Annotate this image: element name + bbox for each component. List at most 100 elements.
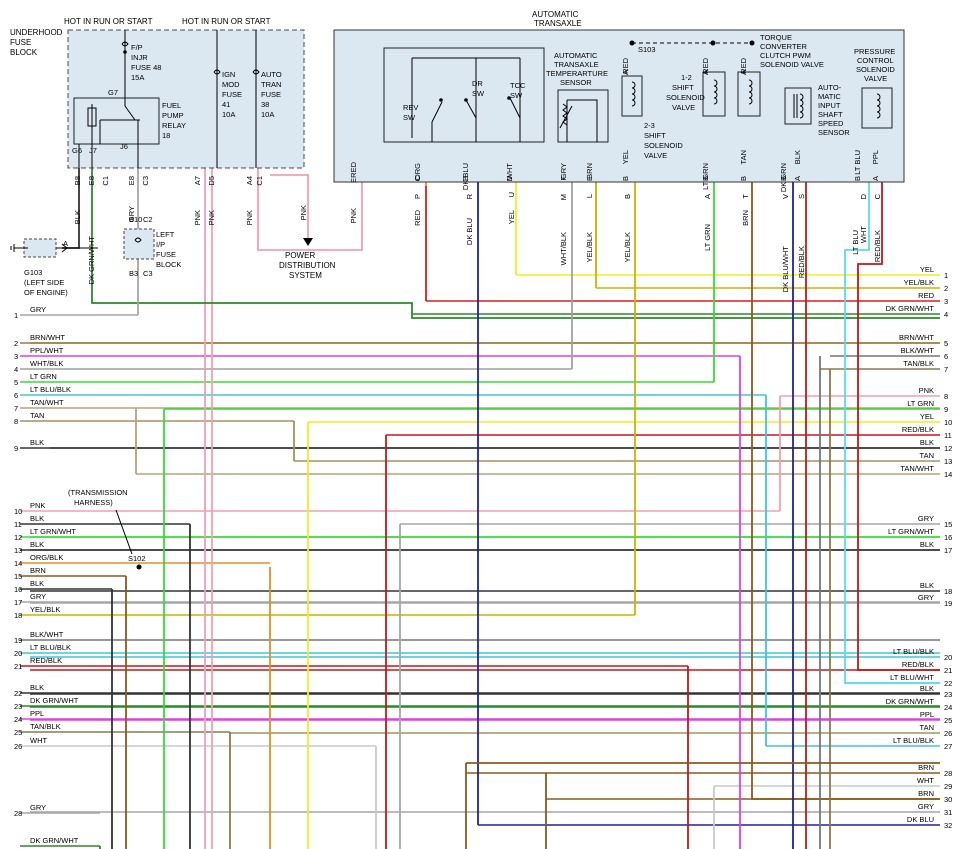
left-row-label-16: BLK bbox=[30, 579, 44, 588]
vertical-label-33: F bbox=[559, 176, 568, 181]
b10-label: B10 bbox=[129, 215, 142, 224]
fuse48-label-3: FUSE 48 bbox=[131, 63, 161, 72]
right-row-num-30: 30 bbox=[944, 795, 952, 804]
right-row-label-3: RED bbox=[918, 291, 934, 300]
right-row-num-5: 5 bbox=[944, 339, 948, 348]
relay-label-4: 18 bbox=[162, 131, 170, 140]
right-row-label-20: LT BLU/BLK bbox=[893, 647, 934, 656]
left-row-label-9: BLK bbox=[30, 438, 44, 447]
vertical-label-45: B bbox=[701, 176, 710, 181]
c3-label: C3 bbox=[143, 269, 153, 278]
vertical-label-67: RED/BLK bbox=[873, 230, 882, 262]
vertical-label-8: C3 bbox=[141, 176, 150, 186]
left-row-label-14: ORG/BLK bbox=[30, 553, 63, 562]
right-row-label-22: LT BLU/WHT bbox=[890, 673, 934, 682]
left-row-num-27: 28 bbox=[14, 809, 22, 818]
left-row-num-13: 13 bbox=[14, 546, 22, 555]
fuse-block-title-1: UNDERHOOD bbox=[10, 28, 63, 37]
vertical-label-29: D bbox=[505, 175, 514, 181]
left-row-label-12: LT GRN/WHT bbox=[30, 527, 76, 536]
right-row-label-31: GRY bbox=[918, 802, 934, 811]
left-row-label-7: TAN/WHT bbox=[30, 398, 64, 407]
rev-sw-label-1: REV bbox=[403, 103, 418, 112]
right-row-label-5: BRN/WHT bbox=[899, 333, 934, 342]
pressure-label-3: SOLENOID bbox=[856, 65, 895, 74]
fuse38-label-1: AUTO bbox=[261, 70, 282, 79]
right-row-num-32: 32 bbox=[944, 821, 952, 830]
vertical-label-2: B8 bbox=[73, 176, 82, 185]
right-row-label-15: GRY bbox=[918, 514, 934, 523]
left-row-label-19: BLK/WHT bbox=[30, 630, 64, 639]
pressure-label-1: PRESSURE bbox=[854, 47, 895, 56]
tcc-sw-label-1: TCC bbox=[510, 81, 526, 90]
left-row-label-3: PPL/WHT bbox=[30, 346, 64, 355]
fuse38-label-5: 10A bbox=[261, 110, 274, 119]
right-row-num-17: 17 bbox=[944, 546, 952, 555]
pressure-label-4: VALVE bbox=[864, 74, 887, 83]
vertical-label-72: RED bbox=[701, 57, 710, 73]
speed-sensor-label-1: AUTO- bbox=[818, 83, 842, 92]
right-row-label-30: BRN bbox=[918, 789, 934, 798]
right-row-label-27: LT BLU/BLK bbox=[893, 736, 934, 745]
left-row-num-19: 19 bbox=[14, 636, 22, 645]
shift12-label-3: SOLENOID bbox=[666, 93, 705, 102]
right-row-label-14: TAN/WHT bbox=[900, 464, 934, 473]
left-row-label-18: YEL/BLK bbox=[30, 605, 60, 614]
vertical-label-25: B bbox=[461, 176, 470, 181]
right-row-label-9: LT GRN bbox=[907, 399, 934, 408]
right-row-label-4: DK GRN/WHT bbox=[886, 304, 935, 313]
right-row-num-3: 3 bbox=[944, 297, 948, 306]
right-row-num-18: 18 bbox=[944, 587, 952, 596]
left-row-label-2: BRN/WHT bbox=[30, 333, 65, 342]
vertical-label-68: C bbox=[873, 193, 882, 199]
vertical-label-37: E bbox=[585, 176, 594, 181]
left-row-label-23: DK GRN/WHT bbox=[30, 696, 79, 705]
ip-fuse-label-4: BLOCK bbox=[156, 260, 181, 269]
vertical-label-9: PNK bbox=[193, 210, 202, 225]
vertical-label-27: R bbox=[465, 193, 474, 199]
fuse38-label-3: FUSE bbox=[261, 90, 281, 99]
s102-label: S102 bbox=[128, 554, 146, 563]
left-row-num-8: 8 bbox=[14, 417, 18, 426]
speed-sensor-label-5: SPEED bbox=[818, 119, 844, 128]
trans-harness-label-1: (TRANSMISSION bbox=[68, 488, 128, 497]
vertical-label-73: A bbox=[739, 70, 748, 75]
left-row-num-20: 20 bbox=[14, 649, 22, 658]
left-row-label-10: PNK bbox=[30, 501, 45, 510]
speed-sensor-label-4: SHAFT bbox=[818, 110, 843, 119]
wire-redblk-c bbox=[857, 182, 940, 671]
tcc-pwm-label-4: SOLENOID VALVE bbox=[760, 60, 824, 69]
right-row-num-27: 27 bbox=[944, 742, 952, 751]
fuse41-label-3: FUSE bbox=[222, 90, 242, 99]
relay-label-2: PUMP bbox=[162, 111, 184, 120]
vertical-label-70: RED bbox=[621, 57, 630, 73]
vertical-label-14: A4 bbox=[245, 176, 254, 185]
g7-label: G7 bbox=[108, 88, 118, 97]
vertical-label-30: YEL bbox=[507, 210, 516, 224]
vertical-label-13: PNK bbox=[245, 210, 254, 225]
wire-pnk-auto-tran bbox=[257, 168, 363, 251]
vertical-label-47: A bbox=[703, 194, 712, 199]
fuel-pump-relay bbox=[73, 97, 160, 145]
vertical-label-69: A bbox=[621, 70, 630, 75]
shift12-label-4: VALVE bbox=[672, 103, 695, 112]
left-row-label-20: LT BLU/BLK bbox=[30, 643, 71, 652]
right-row-num-31: 31 bbox=[944, 808, 952, 817]
vertical-label-63: WHT bbox=[859, 226, 868, 243]
right-row-label-2: YEL/BLK bbox=[904, 278, 934, 287]
right-row-num-28: 28 bbox=[944, 769, 952, 778]
right-row-label-6: BLK/WHT bbox=[901, 346, 935, 355]
pressure-label-2: CONTROL bbox=[857, 56, 894, 65]
left-row-num-18: 18 bbox=[14, 611, 22, 620]
shift12-label-2: SHIFT bbox=[672, 83, 694, 92]
vertical-label-11: PNK bbox=[207, 210, 216, 225]
ip-fuse-label-1: LEFT bbox=[156, 230, 175, 239]
right-row-num-8: 8 bbox=[944, 392, 948, 401]
vertical-label-62: LT BLU bbox=[851, 230, 860, 255]
left-row-label-28: DK GRN/WHT bbox=[30, 836, 79, 845]
left-row-num-14: 14 bbox=[14, 559, 22, 568]
vertical-label-51: T bbox=[741, 194, 750, 199]
temp-sensor-label-1: AUTOMATIC bbox=[554, 51, 598, 60]
right-row-num-19: 19 bbox=[944, 599, 952, 608]
